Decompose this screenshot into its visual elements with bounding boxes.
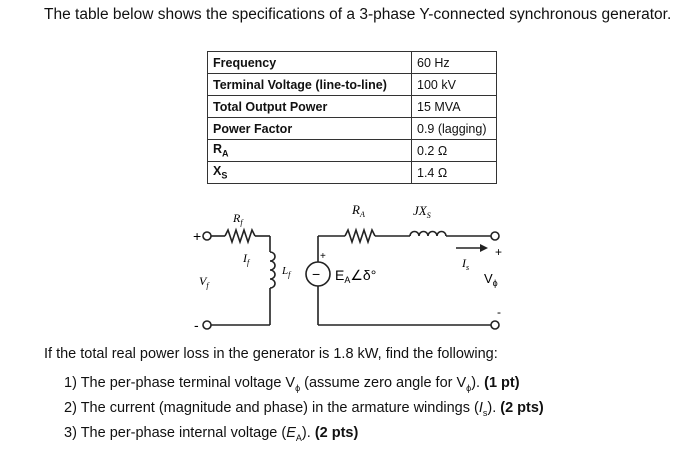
output-terminal-plus	[490, 231, 500, 241]
param-cell: Terminal Voltage (line-to-line)	[207, 73, 412, 96]
param-main: R	[213, 142, 223, 157]
item-points: (2 pts)	[314, 425, 359, 441]
rf-resistor	[224, 227, 256, 245]
param-sub: S	[221, 170, 228, 181]
question-text: If the total real power loss in the gene…	[44, 346, 498, 362]
vf-label: Vf	[199, 274, 210, 290]
intro-paragraph: The table below shows the specifications…	[44, 6, 672, 23]
ra-resistor	[344, 227, 376, 245]
table-row: Frequency 60 Hz	[207, 51, 497, 74]
item-number: 2)	[64, 400, 77, 416]
lf-label: Lf	[281, 265, 292, 279]
value-cell: 15 MVA	[411, 95, 497, 118]
output-terminal-minus	[490, 320, 500, 330]
item-symbol: E	[286, 425, 296, 441]
item-subscript: ϕ	[295, 382, 301, 393]
value-cell: 100 kV	[411, 73, 497, 96]
lf-inductor	[269, 251, 276, 289]
param-cell: Frequency	[207, 51, 412, 74]
item-subscript: ϕ	[466, 382, 472, 393]
table-row: Power Factor 0.9 (lagging)	[207, 117, 497, 140]
is-arrowhead	[480, 244, 488, 252]
item-subscript: A	[295, 432, 302, 443]
field-terminal-plus	[202, 231, 212, 241]
list-item: 3) The per-phase internal voltage (EA). …	[64, 422, 544, 447]
list-item: 1) The per-phase terminal voltage Vϕ (as…	[64, 372, 544, 397]
item-points: (1 pt)	[484, 375, 520, 391]
list-item: 2) The current (magnitude and phase) in …	[64, 397, 544, 422]
table-row: Terminal Voltage (line-to-line) 100 kV	[207, 73, 497, 96]
param-sub: A	[222, 148, 229, 159]
value-cell: 60 Hz	[411, 51, 497, 74]
table-row: RA 0.2 Ω	[207, 139, 497, 162]
item-symbol: I	[478, 400, 483, 416]
output-plus-sign: +	[495, 245, 502, 259]
item-subscript: s	[482, 407, 488, 418]
table-row: XS 1.4 Ω	[207, 161, 497, 184]
item-text: The per-phase internal voltage (	[80, 425, 287, 441]
item-number: 1)	[64, 375, 77, 391]
value-cell: 0.2 Ω	[411, 139, 497, 162]
is-label: Is	[461, 256, 469, 272]
item-number: 3)	[64, 425, 77, 441]
rf-label: Rf	[232, 211, 244, 227]
item-text: ).	[471, 375, 481, 391]
specs-table: Frequency 60 Hz Terminal Voltage (line-t…	[207, 51, 497, 184]
output-minus-sign: -	[497, 305, 501, 319]
vphi-label: Vϕ	[484, 271, 498, 288]
value-cell: 1.4 Ω	[411, 161, 497, 184]
item-text: The per-phase terminal voltage V	[80, 375, 296, 391]
ra-label: RA	[351, 202, 365, 219]
source-minus-sign: −	[312, 266, 320, 282]
equivalent-circuit-diagram: + - Rf If Lf Vf + − EA∠δ° RA JXS Is + Vϕ…	[193, 202, 502, 333]
field-plus-sign: +	[193, 228, 201, 244]
source-plus-sign: +	[320, 251, 326, 262]
item-points: (2 pts)	[500, 400, 544, 416]
question-list: 1) The per-phase terminal voltage Vϕ (as…	[64, 372, 544, 447]
item-text: ).	[301, 425, 311, 441]
param-main: X	[213, 164, 222, 179]
table-row: Total Output Power 15 MVA	[207, 95, 497, 118]
param-cell: XS	[207, 161, 412, 184]
ea-voltage-source	[305, 261, 331, 287]
param-cell: Power Factor	[207, 117, 412, 140]
param-cell: RA	[207, 139, 412, 162]
if-label: If	[242, 251, 251, 267]
item-text: (assume zero angle for V	[300, 375, 467, 391]
jxs-label: JXS	[413, 203, 431, 220]
param-cell: Total Output Power	[207, 95, 412, 118]
field-minus-sign: -	[194, 317, 199, 333]
field-terminal-minus	[202, 320, 212, 330]
ea-label: EA∠δ°	[335, 267, 376, 285]
item-text: ).	[487, 400, 497, 416]
xs-inductor	[409, 230, 447, 237]
value-cell: 0.9 (lagging)	[411, 117, 497, 140]
item-text: The current (magnitude and phase) in the…	[80, 400, 479, 416]
